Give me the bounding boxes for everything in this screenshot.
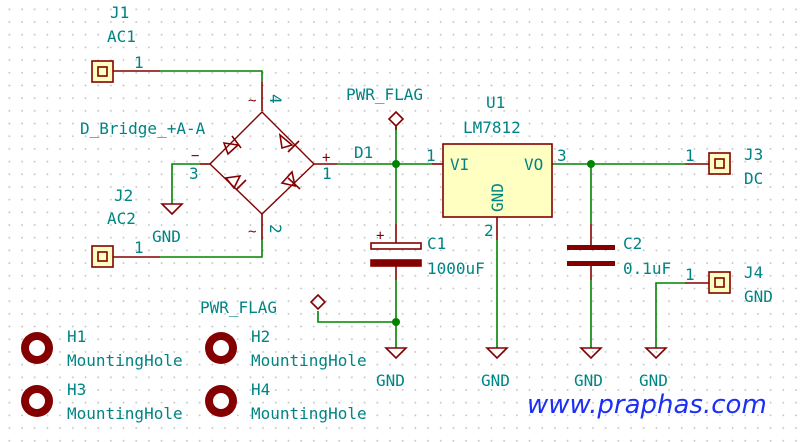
gnd-label-u1: GND [481,371,510,390]
c1-value: 1000uF [427,259,485,278]
d1-pin-1: 1 [322,164,332,183]
d1-ac-mark-top: ~ [248,93,256,109]
junctions [392,160,595,326]
watermark: www.praphas.com [527,390,767,420]
j2-pin-number: 1 [134,238,144,257]
bridge-rectifier-d1[interactable] [200,82,337,240]
h1-ref: H1 [67,327,86,346]
wires [160,70,685,348]
connector-j2[interactable] [91,245,160,268]
mounting-hole-h3[interactable] [21,385,53,417]
u1-value: LM7812 [463,118,521,137]
j4-pin-number: 1 [685,265,695,284]
gnd-label-c2: GND [574,371,603,390]
gnd-label-c1: GND [376,371,405,390]
d1-pin-3: 3 [189,164,199,183]
gnd-symbol-c1 [384,347,408,360]
j1-pin-number: 1 [134,53,144,72]
d1-pin-2: 2 [266,224,285,234]
h2-ref: H2 [251,327,270,346]
gnd-symbol-j4 [644,347,668,360]
gnd-label-bridge: GND [152,227,181,246]
mounting-hole-h1[interactable] [21,332,53,364]
j1-value: AC1 [107,27,136,46]
j1-ref: J1 [110,3,129,22]
d1-pin-4: 4 [266,94,285,104]
gnd-symbol-bridge [160,203,184,216]
c2-value: 0.1uF [623,259,671,278]
pwr-flag-bottom[interactable] [309,293,327,311]
h3-value: MountingHole [67,404,183,423]
mounting-hole-h4[interactable] [205,385,237,417]
u1-vo-label: VO [524,155,543,174]
gnd-label-j4: GND [639,371,668,390]
capacitor-c2[interactable] [567,224,615,280]
d1-ref: D1 [354,143,373,162]
u1-ref: U1 [486,93,505,112]
gnd-symbol-u1 [485,347,509,360]
connector-j3[interactable] [685,152,731,175]
u1-vi-label: VI [450,155,469,174]
h1-value: MountingHole [67,351,183,370]
u1-pin-1: 1 [426,146,436,165]
connector-j1[interactable] [91,60,160,83]
c1-plus-sign: + [376,228,384,244]
u1-pin-2: 2 [484,221,494,240]
j2-ref: J2 [114,186,133,205]
pwr-flag-bottom-label: PWR_FLAG [200,298,277,317]
c1-ref: C1 [427,234,446,253]
d1-minus-sign: − [191,148,199,164]
h4-value: MountingHole [251,404,367,423]
connector-j4[interactable] [685,271,731,294]
gnd-symbol-c2 [579,347,603,360]
j2-value: AC2 [107,209,136,228]
pwr-flag-top[interactable] [387,110,405,130]
j4-ref: J4 [744,263,763,282]
d1-value: D_Bridge_+A-A [80,119,206,138]
d1-ac-mark-bottom: ~ [248,224,256,240]
h4-ref: H4 [251,380,270,399]
j4-value: GND [744,287,773,306]
capacitor-c1[interactable] [370,224,422,280]
j3-pin-number: 1 [685,146,695,165]
d1-plus-sign: + [322,150,330,166]
u1-pin-3: 3 [557,146,567,165]
c2-ref: C2 [623,234,642,253]
j3-value: DC [744,169,763,188]
regulator-u1[interactable] [432,143,553,240]
h2-value: MountingHole [251,351,367,370]
mounting-hole-h2[interactable] [205,332,237,364]
h3-ref: H3 [67,380,86,399]
j3-ref: J3 [744,145,763,164]
pwr-flag-top-label: PWR_FLAG [346,85,423,104]
u1-gnd-label: GND [488,183,507,212]
